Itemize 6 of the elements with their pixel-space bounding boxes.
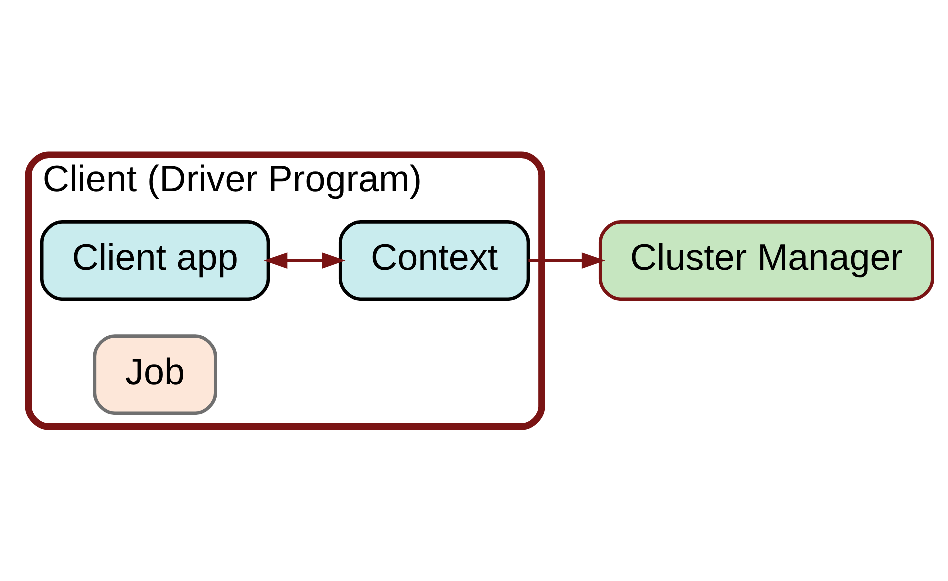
node-box: Job <box>93 334 218 415</box>
node-box: Cluster Manager <box>598 220 934 301</box>
arrow <box>528 252 606 269</box>
node-box: Client app <box>40 220 270 301</box>
arrow <box>264 252 346 269</box>
node-box: Context <box>338 220 530 301</box>
